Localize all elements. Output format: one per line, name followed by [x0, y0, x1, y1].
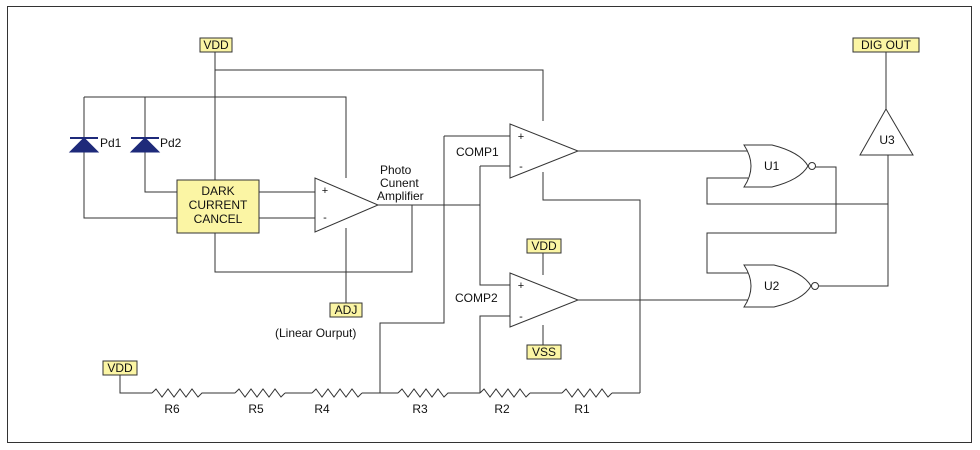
- photodiode-pd1: Pd1: [68, 136, 122, 153]
- comp2-plus-sign: +: [518, 280, 524, 292]
- resistor-r3-symbol: [397, 388, 450, 398]
- u2-label: U2: [764, 279, 780, 293]
- comp2-label: COMP2: [455, 291, 498, 305]
- amp-label-line3: Amplifier: [377, 189, 424, 203]
- comp1-plus-sign: +: [518, 131, 524, 143]
- dcc-line1: DARK: [201, 184, 234, 198]
- vdd-divider-label: VDD: [102, 360, 138, 376]
- resistor-r6-symbol: [151, 388, 205, 398]
- dcc-line2: CURRENT: [189, 198, 248, 212]
- resistor-r1-symbol: [561, 388, 613, 398]
- resistor-r3-label: R3: [412, 402, 428, 416]
- pd2-label: Pd2: [160, 136, 182, 150]
- pd1-label: Pd1: [100, 136, 122, 150]
- svg-text:DIG OUT: DIG OUT: [861, 38, 912, 52]
- resistor-r5-label: R5: [248, 402, 264, 416]
- u2-inverter-bubble: [811, 282, 819, 290]
- u1-label: U1: [764, 159, 780, 173]
- comparator-comp1: + - COMP1: [456, 123, 580, 179]
- amp-minus-sign: -: [323, 212, 327, 224]
- amp-label-line1: Photo: [380, 163, 412, 177]
- svg-text:VSS: VSS: [532, 345, 556, 359]
- nor-gate-u1: U1: [743, 144, 816, 188]
- resistors: R6 R5 R4 R3 R2 R1: [151, 388, 613, 416]
- nor-gate-u2: U2: [743, 264, 819, 308]
- comparator-comp2: + - COMP2: [455, 272, 580, 328]
- photo-current-amplifier: + - Photo Cunent Amplifier: [314, 163, 424, 233]
- diagram-frame: [7, 6, 972, 443]
- dcc-line3: CANCEL: [194, 212, 243, 226]
- vss-label: VSS: [526, 344, 562, 360]
- resistor-r4-symbol: [311, 388, 363, 398]
- comp1-minus-sign: -: [519, 161, 523, 173]
- resistor-r5-symbol: [234, 388, 286, 398]
- comp1-label: COMP1: [456, 145, 499, 159]
- dig-out-label: DIG OUT: [852, 37, 920, 53]
- resistor-r2-label: R2: [494, 402, 510, 416]
- pd1-diode-icon: [68, 137, 100, 153]
- buffer-u3: U3: [859, 107, 914, 156]
- photodiode-pd2: Pd2: [129, 136, 182, 153]
- svg-text:VDD: VDD: [531, 239, 557, 253]
- u3-label: U3: [879, 133, 895, 147]
- dark-current-cancel-block: DARK CURRENT CANCEL: [176, 179, 260, 234]
- vdd-comp2-label: VDD: [526, 238, 562, 254]
- amp-plus-sign: +: [322, 185, 328, 197]
- wires: [83, 52, 889, 394]
- svg-text:VDD: VDD: [107, 361, 133, 375]
- svg-text:VDD: VDD: [203, 38, 229, 52]
- vdd-top-label: VDD: [199, 37, 233, 53]
- linear-output-label: (Linear Ourput): [275, 326, 356, 340]
- resistor-r4-label: R4: [314, 402, 330, 416]
- resistor-r6-label: R6: [164, 402, 180, 416]
- svg-text:ADJ: ADJ: [335, 303, 358, 317]
- u1-inverter-bubble: [808, 162, 816, 170]
- resistor-r1-label: R1: [574, 402, 590, 416]
- adj-label: ADJ: [329, 302, 363, 318]
- pd2-diode-icon: [129, 137, 161, 153]
- comp2-minus-sign: -: [519, 311, 523, 323]
- resistor-r2-symbol: [479, 388, 531, 398]
- amp-label-line2: Cunent: [380, 176, 419, 190]
